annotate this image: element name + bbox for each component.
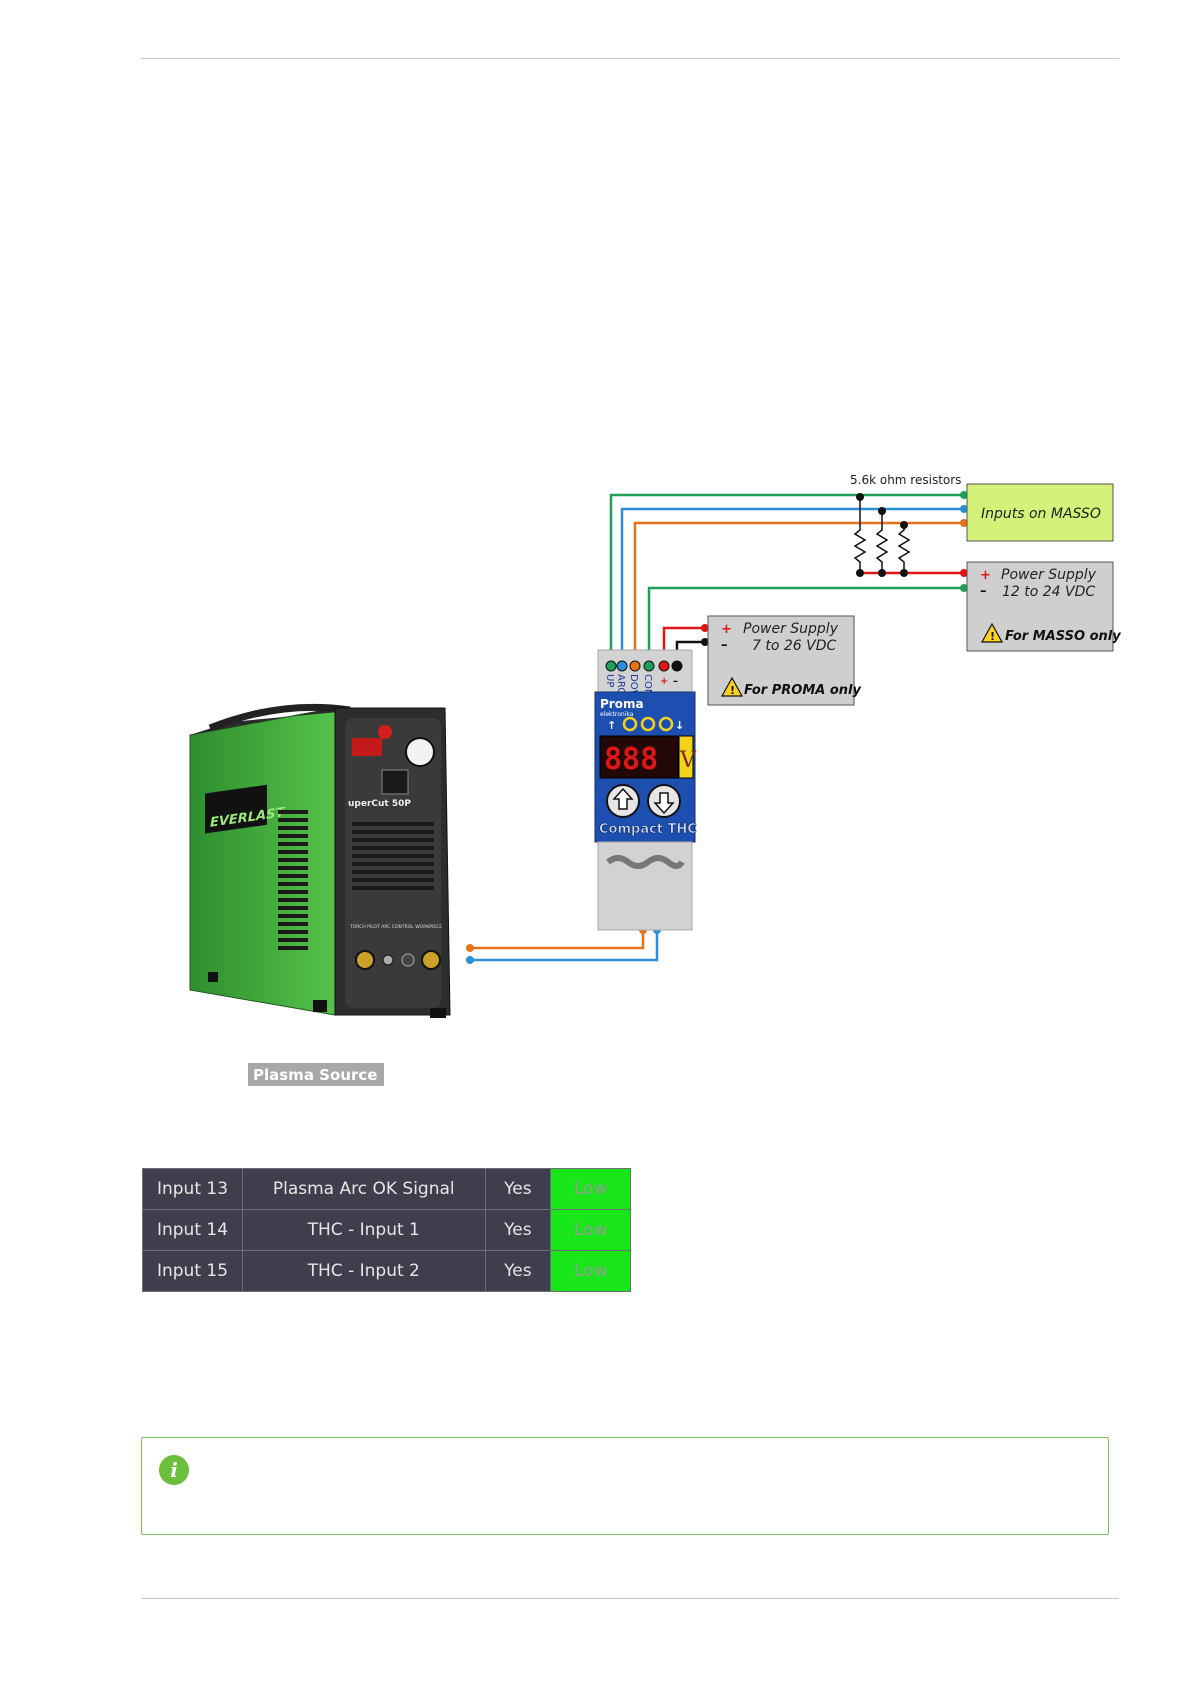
psu-proma-range: 7 to 26 VDC <box>752 638 836 654</box>
wire-arc-blue <box>620 507 964 653</box>
down-button-icon <box>647 784 681 818</box>
info-note-box: i <box>141 1437 1109 1535</box>
psu-masso-minus: – <box>980 584 987 599</box>
footer-rule <box>141 1598 1119 1599</box>
thc-wiring-diagram: 5.6k ohm resistors Inputs on MASSO + – P… <box>189 473 1121 1086</box>
arrow-icons: ↑↓ <box>607 719 684 732</box>
plasma-source: EVERLAST uperCut 50P TORCH PILOT ARC CON… <box>189 703 451 1086</box>
endpoint-dots <box>466 491 968 964</box>
plasma-panel-text: TORCH PILOT ARC CONTROL WORKPIECE <box>349 924 442 930</box>
svg-text:!: ! <box>730 684 735 697</box>
header-rule <box>141 58 1119 59</box>
plasma-label: Plasma Source <box>253 1066 377 1084</box>
active-cell: Yes <box>484 1168 552 1210</box>
input-cell: Input 15 <box>141 1250 244 1292</box>
io-status-table: Input 13 Plasma Arc OK Signal Yes Low In… <box>141 1168 631 1292</box>
masso-inputs-box: Inputs on MASSO <box>966 483 1114 542</box>
psu-proma-title: Power Supply <box>743 621 839 637</box>
junction-dots <box>856 493 908 577</box>
function-cell: THC - Input 2 <box>242 1250 486 1292</box>
active-cell: Yes <box>484 1250 552 1292</box>
gauge-icon <box>405 737 435 767</box>
psu-masso-warning: For MASSO only <box>1005 629 1121 644</box>
psu-proma-warning: For PROMA only <box>744 683 861 698</box>
plasma-label-bg <box>248 1063 384 1086</box>
wires <box>470 493 964 962</box>
terminal-com: COM <box>642 674 653 697</box>
pullup-resistors <box>853 497 911 573</box>
thc-display <box>599 735 679 779</box>
plasma-connectors <box>355 950 441 970</box>
wire-proma-minus <box>675 640 705 653</box>
psu-proma-plus: + <box>721 622 732 637</box>
warning-icon: ! <box>980 622 1004 643</box>
plasma-vents <box>278 810 308 950</box>
thc-terminal-labels: UP ARC DOWN COM + – <box>604 674 678 707</box>
terminal-plus: + <box>660 676 668 687</box>
wire-proma-plus <box>662 626 705 653</box>
active-cell: Yes <box>484 1209 552 1251</box>
thc-name: Compact THC <box>599 822 697 837</box>
state-cell: Low <box>550 1168 631 1210</box>
thc-display-digits: 888 <box>604 742 658 777</box>
function-cell: Plasma Arc OK Signal <box>242 1168 486 1210</box>
wire-com-green <box>647 586 964 653</box>
input-cell: Input 14 <box>141 1209 244 1251</box>
terminal-minus: – <box>673 676 678 687</box>
terminal-up: UP <box>604 674 615 687</box>
wire-arc-orange <box>470 930 645 950</box>
wire-down-orange <box>633 521 964 653</box>
input-cell: Input 13 <box>141 1168 244 1210</box>
plasma-model: uperCut 50P <box>348 799 411 809</box>
info-icon: i <box>159 1455 189 1485</box>
terminal-down: DOWN <box>628 674 639 707</box>
warning-icon: ! <box>720 676 744 697</box>
thc-terminals <box>605 660 683 672</box>
thc-sub: elektronika <box>600 711 634 718</box>
svg-text:↑: ↑ <box>607 719 616 732</box>
psu-masso: + – Power Supply 12 to 24 VDC ! For MASS… <box>966 561 1121 652</box>
plasma-front-vents <box>352 822 434 890</box>
svg-text:!: ! <box>990 630 995 643</box>
knob-icon <box>378 725 392 739</box>
psu-masso-plus: + <box>980 568 991 583</box>
wire-up-green <box>609 493 964 653</box>
table-row: Input 15 THC - Input 2 Yes Low <box>141 1250 631 1292</box>
psu-proma: + – Power Supply 7 to 26 VDC ! For PROMA… <box>707 615 861 706</box>
wire-arc-blue-2 <box>470 930 659 962</box>
svg-text:↓: ↓ <box>675 719 684 732</box>
up-button-icon <box>606 784 640 818</box>
state-cell: Low <box>550 1209 631 1251</box>
terminal-arc: ARC <box>615 674 626 694</box>
thc-brand: Proma <box>600 697 644 711</box>
table-row: Input 13 Plasma Arc OK Signal Yes Low <box>141 1168 631 1210</box>
resistor-label: 5.6k ohm resistors <box>850 473 961 487</box>
thc-unit: V <box>679 748 697 773</box>
thc-leds <box>622 716 674 732</box>
masso-inputs-label: Inputs on MASSO <box>981 506 1101 522</box>
state-cell: Low <box>550 1250 631 1292</box>
function-cell: THC - Input 1 <box>242 1209 486 1251</box>
psu-proma-minus: – <box>721 638 728 653</box>
compact-thc-module: UP ARC DOWN COM + – Proma elektronika ↑↓… <box>594 649 697 931</box>
psu-masso-title: Power Supply <box>1001 567 1097 583</box>
table-row: Input 14 THC - Input 1 Yes Low <box>141 1209 631 1251</box>
psu-masso-range: 12 to 24 VDC <box>1002 584 1095 600</box>
